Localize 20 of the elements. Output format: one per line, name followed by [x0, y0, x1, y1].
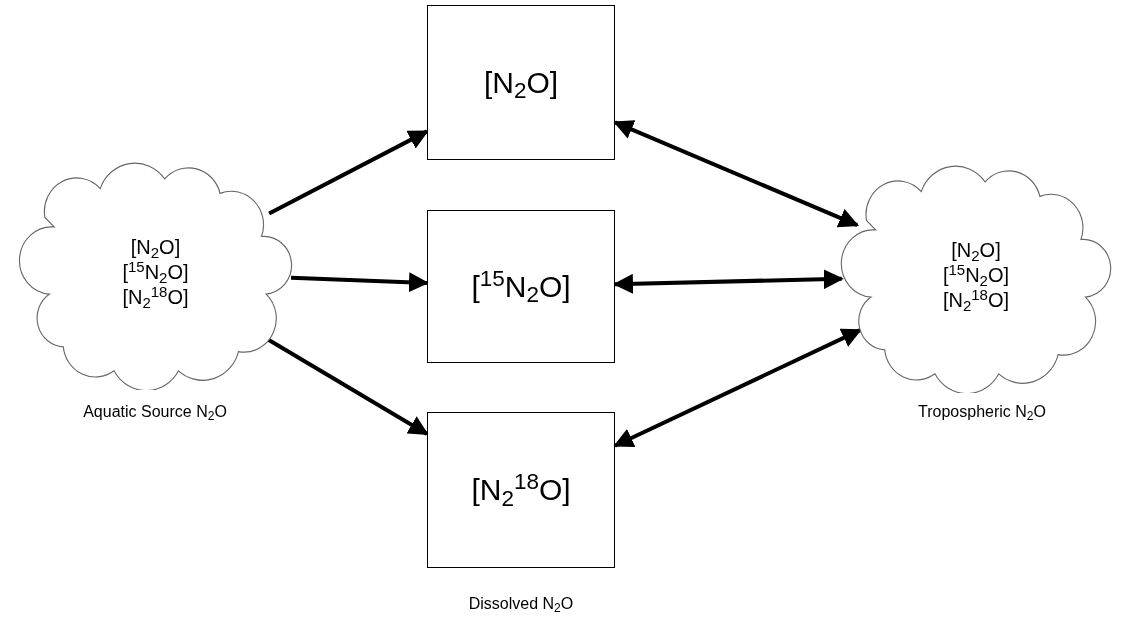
arrow	[613, 120, 859, 228]
formula-text: [N$_{2}$O]	[130, 235, 181, 260]
formula-text: [N$_{2}$$^{18}$O]	[942, 288, 1010, 313]
formula-text: [$^{15}$N$_{2}$O]	[122, 260, 189, 285]
caption-text: Aquatic Source N$_{2}$O	[83, 402, 227, 424]
arrow	[268, 129, 429, 216]
arrow	[613, 269, 844, 294]
caption-text: Tropospheric N$_{2}$O	[918, 402, 1046, 424]
formula-text: [N$_{2}$O]	[951, 238, 1001, 263]
arrow	[290, 272, 429, 293]
formula-text: [N$_{2}$O]	[483, 64, 559, 102]
rectangle-box	[427, 412, 615, 568]
formula-text: [$^{15}$N$_{2}$O]	[942, 263, 1010, 288]
formula-text: [N$_{2}$$^{18}$O]	[471, 471, 571, 509]
caption-text: Dissolved N$_{2}$O	[468, 594, 574, 616]
rectangle-box	[427, 5, 615, 160]
arrow	[613, 328, 862, 448]
formula-text: [$^{15}$N$_{2}$O]	[471, 267, 571, 306]
rectangle-box	[427, 210, 615, 363]
formula-text: [N$_{2}$$^{18}$O]	[122, 285, 189, 310]
